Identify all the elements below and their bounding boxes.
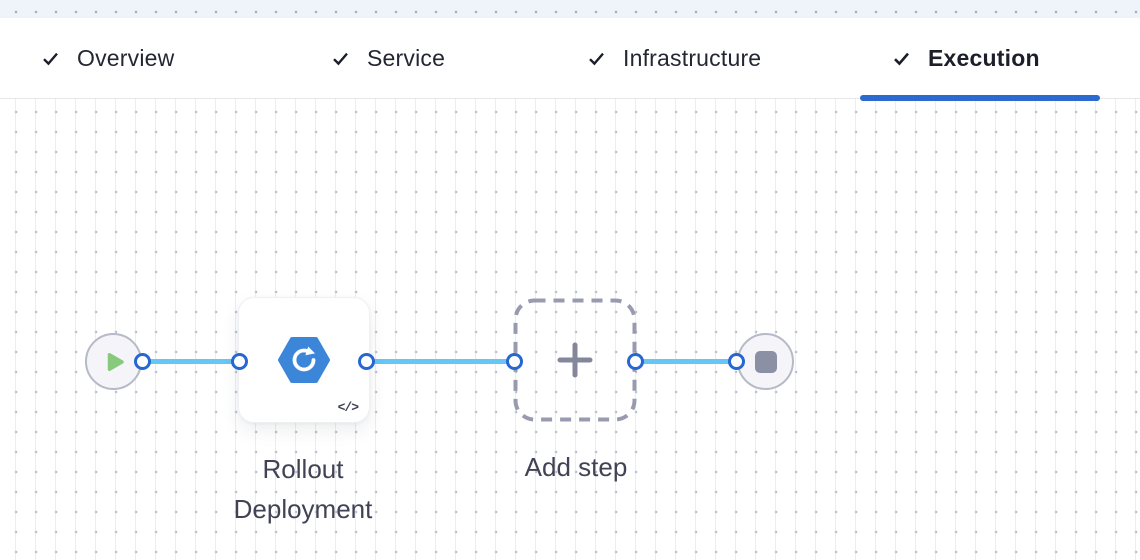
connector-line — [367, 359, 515, 364]
add-step-node[interactable] — [513, 298, 637, 422]
stage-tab-bar: Overview Service Infrastructure Executio… — [0, 18, 1140, 101]
connector-line — [143, 359, 240, 364]
step-label: Rollout Deployment — [233, 454, 373, 524]
tab-label: Execution — [928, 44, 1040, 71]
canvas-top-strip — [0, 0, 1140, 18]
tab-overview[interactable]: Overview — [42, 18, 174, 98]
connector-port[interactable] — [231, 353, 248, 370]
tab-execution[interactable]: Execution — [893, 18, 1040, 98]
check-icon — [333, 52, 348, 65]
tab-service[interactable]: Service — [332, 18, 445, 98]
step-node-rollout-deployment[interactable]: </> — [238, 297, 370, 423]
stop-icon — [754, 350, 777, 373]
tab-infrastructure[interactable]: Infrastructure — [588, 18, 761, 98]
pipeline-end-node — [737, 333, 794, 390]
connector-port[interactable] — [627, 353, 644, 370]
connector-port[interactable] — [134, 353, 151, 370]
check-icon — [589, 52, 604, 65]
connector-port[interactable] — [358, 353, 375, 370]
tab-label: Infrastructure — [623, 44, 762, 71]
dashed-frame — [513, 298, 637, 422]
tab-label: Overview — [77, 44, 175, 71]
connector-port[interactable] — [506, 353, 523, 370]
plus-icon — [557, 342, 593, 378]
tab-label: Service — [367, 44, 446, 71]
pipeline-start-node — [85, 333, 142, 390]
play-icon — [107, 352, 124, 371]
connector-port[interactable] — [728, 353, 745, 370]
check-icon — [894, 52, 909, 66]
rollout-deployment-icon — [278, 337, 330, 383]
pipeline-canvas[interactable]: </> Rollout Deployment Add step — [0, 98, 1140, 560]
step-code-icon: </> — [337, 400, 359, 415]
connector-line — [636, 359, 737, 364]
add-step-label[interactable]: Add step — [524, 452, 628, 482]
active-tab-underline — [860, 95, 1100, 101]
check-icon — [43, 52, 58, 65]
